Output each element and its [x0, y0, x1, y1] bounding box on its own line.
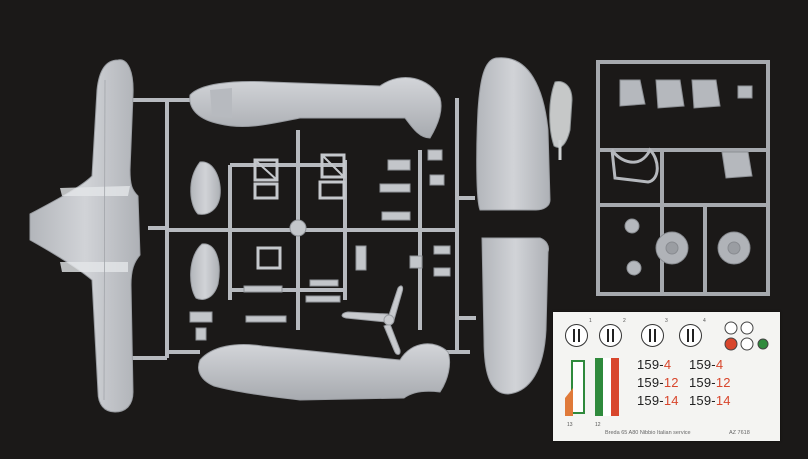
small-insignia-group: [724, 321, 769, 351]
tailplane-part: [190, 161, 221, 300]
roundel-icon: [679, 324, 702, 347]
wing-panel-upper: [476, 57, 551, 211]
roundel-icon: [565, 324, 588, 347]
decal-number: 2: [623, 318, 626, 324]
small-parts: [189, 149, 451, 341]
decal-number: 13: [567, 422, 573, 428]
decal-code: 159-14: [637, 393, 679, 408]
roundel-icon: [599, 324, 622, 347]
radial-engine-parts: [655, 231, 751, 265]
decal-code: 159-4: [689, 357, 724, 372]
fin-stripe-decal: [595, 358, 619, 416]
tail-flash-decal: [565, 360, 585, 416]
decal-number: 1: [589, 318, 592, 324]
decal-code: 159-12: [689, 375, 731, 390]
propeller-part: [341, 285, 404, 355]
decal-code: 159-4: [637, 357, 672, 372]
decal-number: 12: [595, 422, 601, 428]
decal-code: 159-14: [689, 393, 731, 408]
cowling-parts: [610, 79, 753, 276]
decal-number: 4: [703, 318, 706, 324]
roundel-icon: [641, 324, 664, 347]
clear-canopy-part: [549, 81, 573, 160]
fuselage-half-bottom: [198, 343, 451, 401]
wing-panel-lower: [481, 237, 549, 395]
decal-code: 159-12: [637, 375, 679, 390]
detail-sprue-frame: [596, 60, 770, 296]
main-wing-part: [29, 59, 141, 413]
decal-number: 3: [665, 318, 668, 324]
decal-sheet: 1 2 3 4 159-4 159-12 159-14 159-4 159-12…: [553, 312, 780, 441]
fuselage-half-top: [189, 77, 442, 139]
decal-caption: Breda 65 A80 Nibbio Italian service: [605, 430, 691, 436]
decal-catalog-number: AZ 7618: [729, 430, 750, 436]
